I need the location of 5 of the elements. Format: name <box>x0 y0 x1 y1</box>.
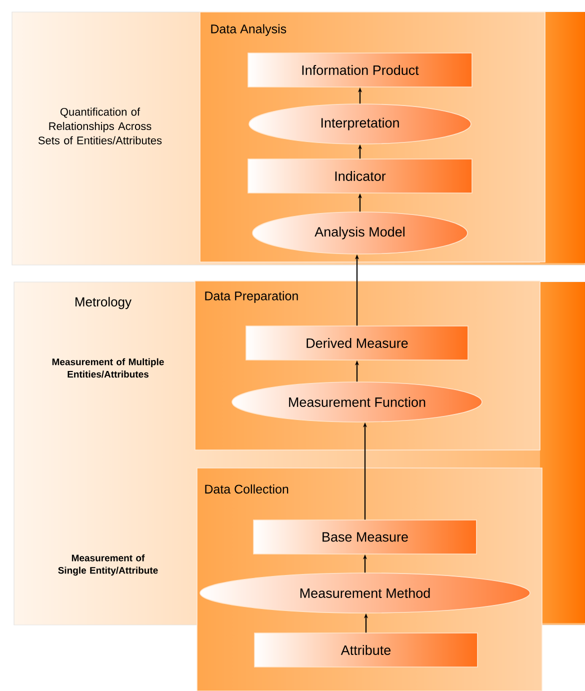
process-box: Derived Measure <box>246 326 468 360</box>
process-box: Indicator <box>248 158 472 194</box>
process-box: Information Product <box>248 52 472 88</box>
process-box: Base Measure <box>253 520 477 554</box>
process-box: Attribute <box>254 632 478 668</box>
